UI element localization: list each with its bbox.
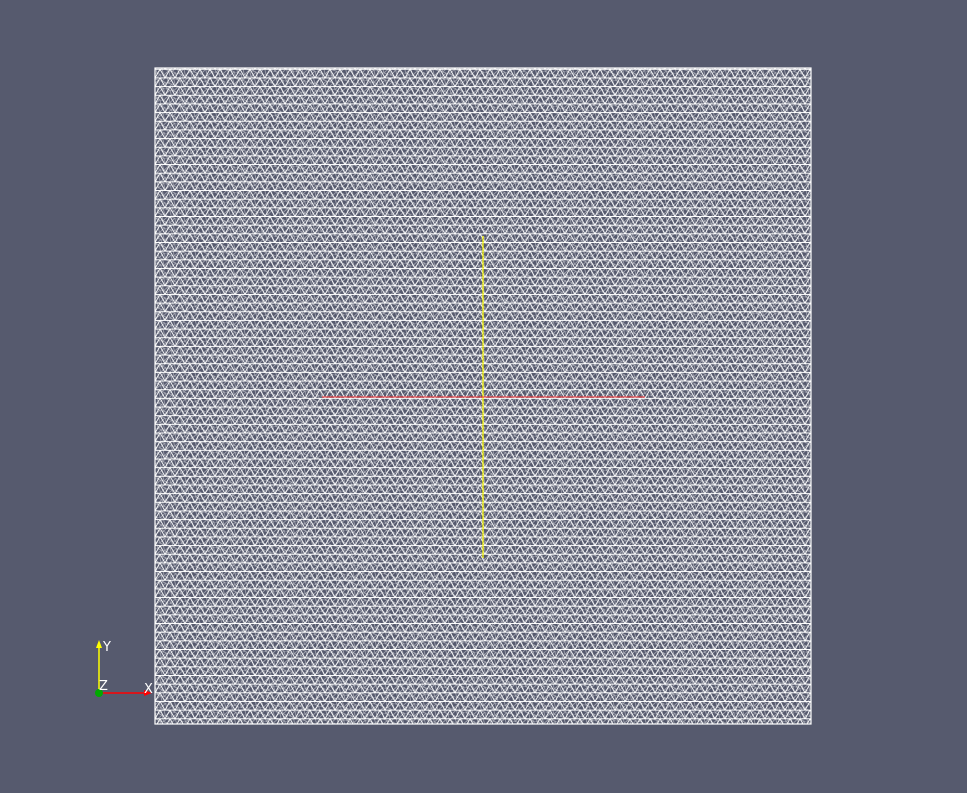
z-axis-label: Z — [99, 679, 108, 694]
x-axis-arrow — [144, 690, 152, 696]
z-axis-dot — [95, 689, 103, 697]
orientation-axes: Y X Z — [95, 640, 153, 697]
y-axis-arrow — [96, 640, 102, 648]
x-axis-label: X — [144, 682, 153, 697]
y-axis-label: Y — [102, 640, 111, 655]
